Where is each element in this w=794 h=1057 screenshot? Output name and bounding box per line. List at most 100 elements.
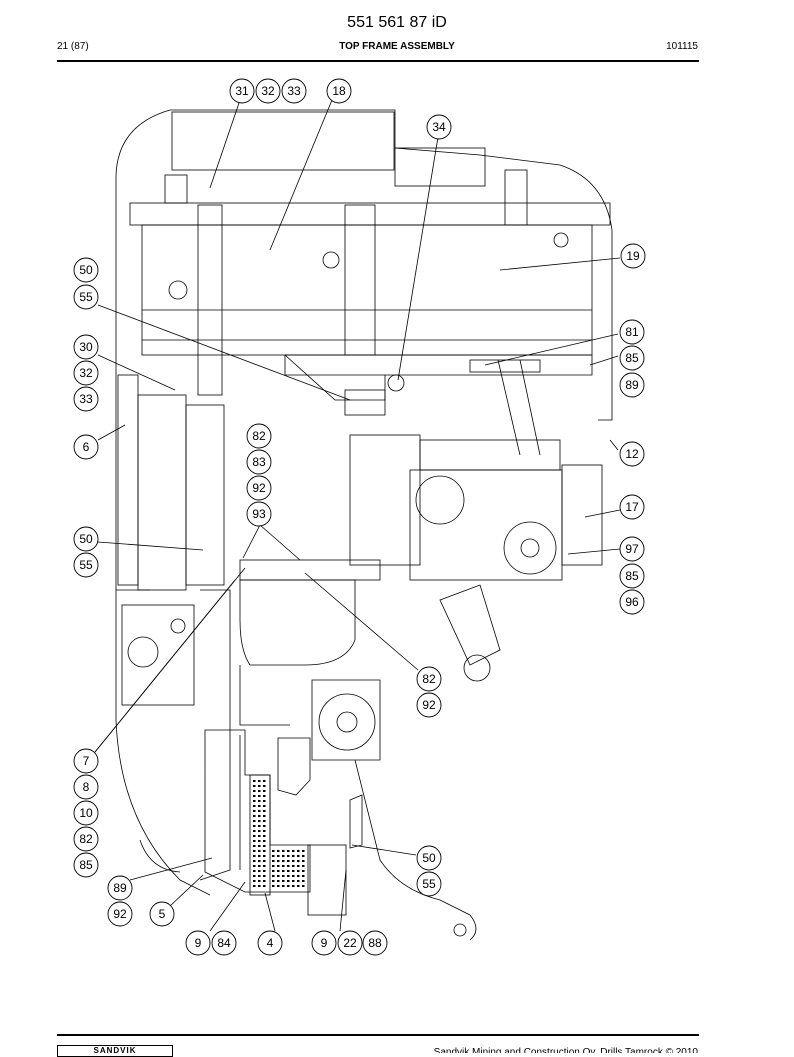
grille-slot bbox=[253, 825, 256, 827]
callout-c31: 10 bbox=[73, 800, 99, 826]
callout-label: 85 bbox=[625, 351, 639, 365]
grille-slot bbox=[282, 850, 285, 852]
grille-slot bbox=[258, 830, 261, 832]
grille-slot bbox=[272, 850, 275, 852]
grille-slot bbox=[297, 880, 300, 882]
grille-slot bbox=[287, 860, 290, 862]
callout-c23: 97 bbox=[619, 536, 645, 562]
callout-c11: 89 bbox=[619, 372, 645, 398]
grille-slot bbox=[292, 865, 295, 867]
grille-slot bbox=[277, 885, 280, 887]
callout-c37: 92 bbox=[107, 901, 133, 927]
grille-slot bbox=[297, 865, 300, 867]
callout-circle bbox=[73, 748, 99, 774]
callout-c14: 33 bbox=[73, 386, 99, 412]
callout-c6: 19 bbox=[620, 243, 646, 269]
grille-slot bbox=[272, 875, 275, 877]
callout-c38: 5 bbox=[149, 901, 175, 927]
callout-circle bbox=[246, 475, 272, 501]
grille-slot bbox=[263, 805, 266, 807]
callout-circle bbox=[257, 930, 283, 956]
callout-c34: 50 bbox=[416, 845, 442, 871]
callout-label: 10 bbox=[79, 806, 93, 820]
callout-circle bbox=[73, 826, 99, 852]
grille-slot bbox=[287, 875, 290, 877]
grille-dots bbox=[253, 780, 305, 887]
callout-c16: 6 bbox=[73, 434, 99, 460]
grille-slot bbox=[282, 875, 285, 877]
callout-label: 55 bbox=[79, 558, 93, 572]
grille-slot bbox=[253, 805, 256, 807]
grille-slot bbox=[263, 785, 266, 787]
grille-slot bbox=[282, 860, 285, 862]
grille-slot bbox=[302, 860, 305, 862]
callout-circle bbox=[426, 114, 452, 140]
grille-slot bbox=[277, 850, 280, 852]
callout-circle bbox=[620, 243, 646, 269]
callout-c1: 31 bbox=[229, 78, 255, 104]
grille-slot bbox=[287, 885, 290, 887]
callout-circle bbox=[73, 434, 99, 460]
grille-slot bbox=[263, 810, 266, 812]
callout-label: 22 bbox=[343, 936, 357, 950]
grille-slot bbox=[287, 865, 290, 867]
callout-label: 7 bbox=[83, 754, 90, 768]
grille-slot bbox=[258, 875, 261, 877]
grille-slot bbox=[258, 820, 261, 822]
callout-circle bbox=[73, 800, 99, 826]
callout-c29: 7 bbox=[73, 748, 99, 774]
grille-slot bbox=[263, 885, 266, 887]
grille-slot bbox=[258, 800, 261, 802]
grille-slot bbox=[258, 880, 261, 882]
callout-circle bbox=[416, 871, 442, 897]
callout-circle bbox=[416, 692, 442, 718]
callout-label: 83 bbox=[252, 455, 266, 469]
callout-circle bbox=[311, 930, 337, 956]
grille-slot bbox=[292, 885, 295, 887]
callout-c15: 82 bbox=[246, 423, 272, 449]
callout-circle bbox=[619, 563, 645, 589]
callout-label: 92 bbox=[252, 481, 266, 495]
grille-slot bbox=[272, 880, 275, 882]
callout-c33: 85 bbox=[73, 852, 99, 878]
grille-slot bbox=[277, 855, 280, 857]
grille-slot bbox=[258, 870, 261, 872]
callout-label: 6 bbox=[83, 440, 90, 454]
grille-slot bbox=[287, 880, 290, 882]
callout-c9: 81 bbox=[619, 319, 645, 345]
grille-slot bbox=[272, 865, 275, 867]
page-number: 21 (87) bbox=[57, 41, 89, 52]
grille-slot bbox=[282, 880, 285, 882]
grille-slot bbox=[263, 855, 266, 857]
callout-label: 92 bbox=[422, 698, 436, 712]
grille-slot bbox=[258, 865, 261, 867]
callout-c26: 96 bbox=[619, 589, 645, 615]
callout-label: 89 bbox=[113, 881, 127, 895]
callout-c7: 50 bbox=[73, 257, 99, 283]
grille-slot bbox=[263, 870, 266, 872]
callout-label: 82 bbox=[252, 429, 266, 443]
grille-slot bbox=[297, 870, 300, 872]
callout-circle bbox=[619, 345, 645, 371]
date-code: 101115 bbox=[666, 41, 698, 52]
grille-slot bbox=[258, 815, 261, 817]
callout-c2: 32 bbox=[255, 78, 281, 104]
callout-circle bbox=[73, 284, 99, 310]
grille-slot bbox=[272, 870, 275, 872]
grille-slot bbox=[263, 820, 266, 822]
grille-slot bbox=[258, 780, 261, 782]
callout-circle bbox=[416, 845, 442, 871]
callout-label: 92 bbox=[113, 907, 127, 921]
grille-slot bbox=[302, 885, 305, 887]
callout-circle bbox=[619, 536, 645, 562]
grille-slot bbox=[292, 870, 295, 872]
grille-slot bbox=[287, 870, 290, 872]
grille-slot bbox=[258, 850, 261, 852]
grille-slot bbox=[253, 885, 256, 887]
callout-circle bbox=[149, 901, 175, 927]
callout-label: 50 bbox=[422, 851, 436, 865]
grille-slot bbox=[253, 815, 256, 817]
grille-slot bbox=[253, 880, 256, 882]
callout-label: 85 bbox=[625, 569, 639, 583]
